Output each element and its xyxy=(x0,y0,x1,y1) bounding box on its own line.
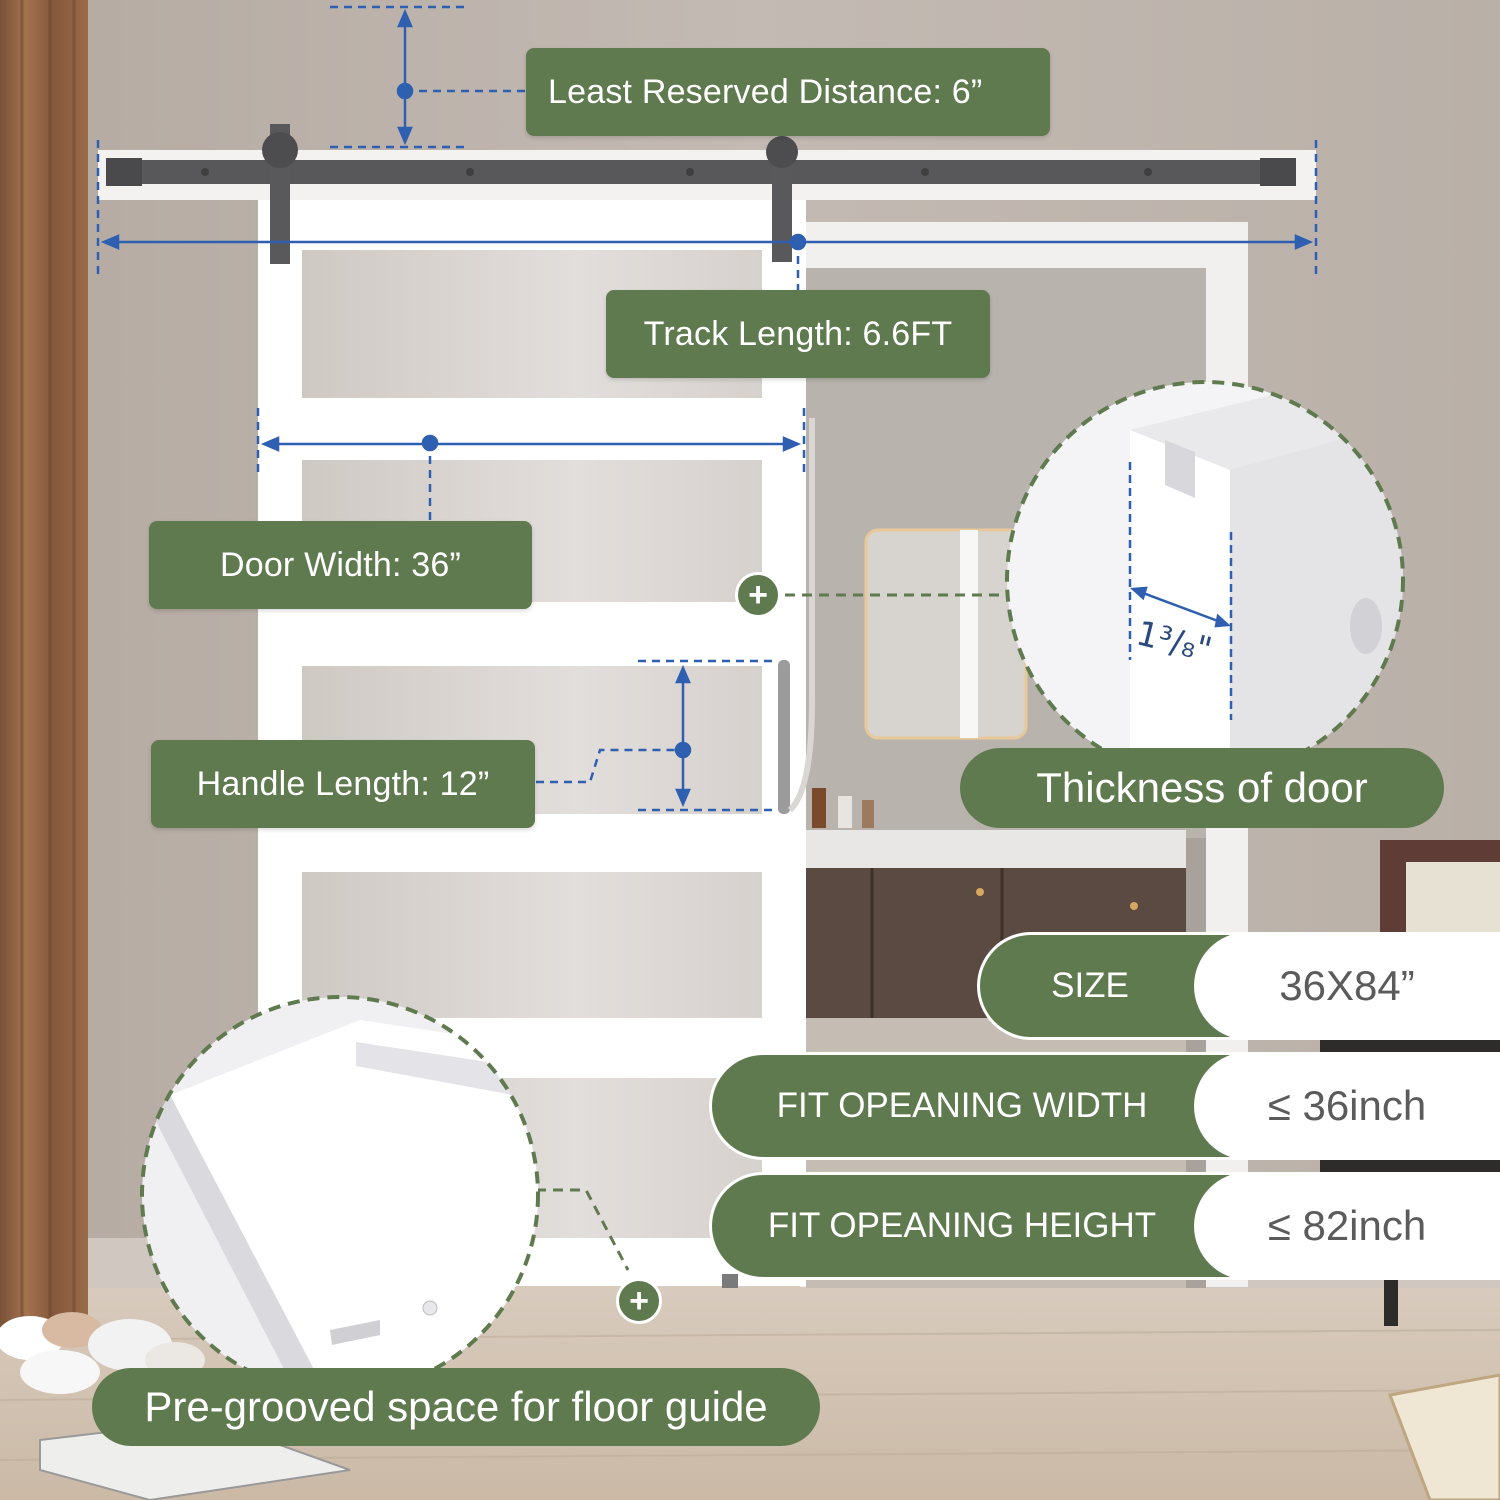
spec-key: SIZE xyxy=(1051,966,1129,1005)
spec-key: FIT OPEANING HEIGHT xyxy=(767,1206,1157,1245)
door-width-text: Door Width: 36” xyxy=(219,545,462,584)
reserved-distance-label: Least Reserved Distance: 6” xyxy=(526,48,1050,136)
track-length-text: Track Length: 6.6FT xyxy=(643,314,953,353)
thickness-text: Thickness of door xyxy=(1036,764,1368,811)
thickness-label: Thickness of door xyxy=(960,748,1444,828)
spec-row-opening-width: FIT OPEANING WIDTH ≤ 36inch xyxy=(709,1052,1500,1160)
handle-length-label: Handle Length: 12” xyxy=(151,740,535,828)
reserved-distance-text: Least Reserved Distance: 6” xyxy=(548,72,983,111)
door-width-label: Door Width: 36” xyxy=(149,521,532,609)
spec-value: ≤ 36inch xyxy=(1194,1052,1500,1160)
spec-row-opening-height: FIT OPEANING HEIGHT ≤ 82inch xyxy=(709,1172,1500,1280)
plus-icon[interactable]: + xyxy=(735,572,781,618)
handle-length-text: Handle Length: 12” xyxy=(196,764,490,803)
track-length-label: Track Length: 6.6FT xyxy=(606,290,990,378)
spec-row-size: SIZE 36X84” xyxy=(977,932,1500,1040)
spec-value: 36X84” xyxy=(1194,932,1500,1040)
spec-key: FIT OPEANING WIDTH xyxy=(776,1086,1148,1125)
spec-value: ≤ 82inch xyxy=(1194,1172,1500,1280)
floor-guide-label: Pre-grooved space for floor guide xyxy=(92,1368,820,1446)
floor-guide-text: Pre-grooved space for floor guide xyxy=(144,1383,768,1430)
plus-icon[interactable]: + xyxy=(616,1278,662,1324)
